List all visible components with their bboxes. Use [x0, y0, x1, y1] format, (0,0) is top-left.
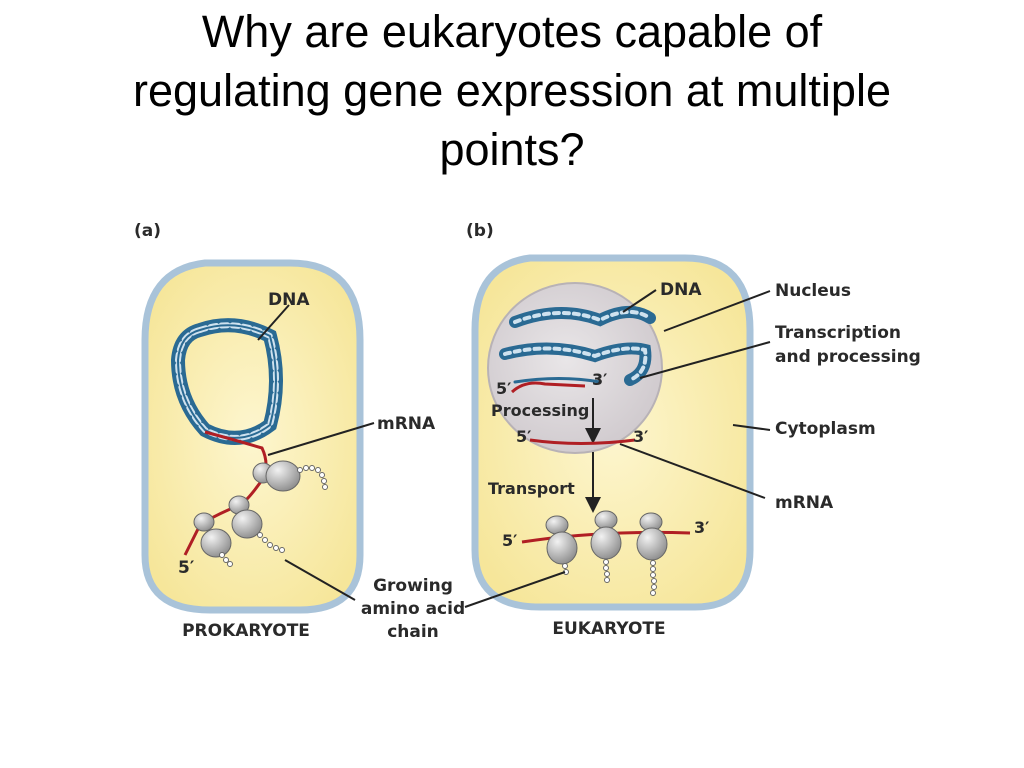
label-cytoplasm: Cytoplasm: [775, 419, 876, 439]
label-transcription-2: and processing: [775, 347, 921, 367]
label-transcription-1: Transcription: [775, 323, 901, 343]
panel-b-eukaryote: (b): [464, 221, 921, 639]
panel-a-prokaryote: (a) D: [134, 221, 465, 642]
nucleus: [487, 282, 663, 454]
label-three-prime-b3: 3′: [694, 518, 709, 537]
slide-title-line-2: regulating gene expression at multiple: [133, 65, 891, 116]
cytoplasm-leader: [732, 424, 771, 431]
eukaryote-dna: [499, 306, 656, 386]
panel-b-tag: (b): [466, 221, 494, 241]
slide-title: Why are eukaryotes capable of regulating…: [40, 2, 984, 179]
chain-leader-b: [464, 571, 566, 608]
nucleus-leader: [663, 290, 771, 332]
label-five-prime-b3: 5′: [502, 531, 517, 550]
mrna-leader-a: [267, 422, 375, 456]
label-dna-a: DNA: [268, 290, 310, 310]
label-growing-3: chain: [387, 622, 439, 642]
slide-title-line-1: Why are eukaryotes capable of: [201, 6, 823, 57]
panel-a-tag: (a): [134, 221, 161, 241]
label-five-prime-b2: 5′: [516, 427, 531, 446]
label-transport: Transport: [488, 479, 575, 498]
dna-leader-a: [257, 304, 290, 341]
label-five-prime-a: 5′: [178, 558, 195, 578]
label-mrna-a: mRNA: [377, 414, 436, 434]
dna-leader-b: [622, 289, 657, 313]
label-mrna-b: mRNA: [775, 493, 834, 513]
prokaryote-ribosomes: [193, 460, 301, 558]
caption-prokaryote: PROKARYOTE: [182, 621, 310, 641]
label-dna-b: DNA: [660, 280, 702, 300]
mrna-leader-b: [619, 443, 766, 499]
label-growing-2: amino acid: [361, 599, 465, 619]
eukaryote-ribosomes: [545, 510, 668, 565]
label-processing: Processing: [491, 401, 589, 420]
label-three-prime-b2: 3′: [633, 427, 648, 446]
label-growing-1: Growing: [373, 576, 453, 596]
label-five-prime-b1: 5′: [496, 379, 511, 398]
caption-eukaryote: EUKARYOTE: [552, 619, 665, 639]
label-three-prime-b1: 3′: [592, 370, 607, 389]
transcription-leader: [639, 341, 771, 379]
eukaryote-amino-acid-chains: [562, 559, 657, 596]
label-nucleus: Nucleus: [775, 281, 851, 301]
processed-mrna: [529, 438, 636, 445]
slide-title-line-3: points?: [439, 124, 585, 175]
chain-leader-a: [284, 559, 356, 601]
nuclear-transcript: [510, 381, 586, 394]
prokaryote-amino-acid-chains: [219, 465, 328, 567]
